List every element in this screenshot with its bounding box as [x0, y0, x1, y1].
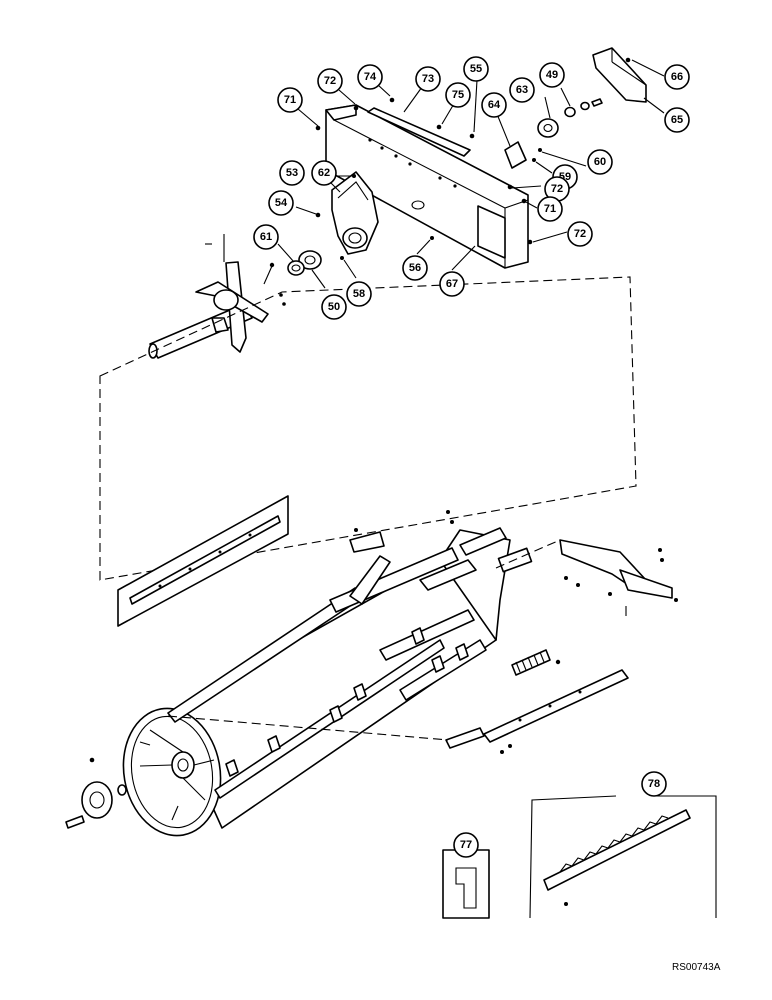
wear-strip: [367, 107, 471, 157]
svg-text:78: 78: [648, 778, 660, 790]
callout-60: 60: [587, 149, 613, 175]
svg-text:71: 71: [544, 203, 556, 215]
callout-50: 50: [321, 294, 347, 320]
callout-78: 78: [641, 771, 667, 797]
callout-66: 66: [664, 64, 690, 90]
svg-text:61: 61: [260, 231, 272, 243]
callout-75: 75: [445, 82, 471, 108]
callout-73: 73: [415, 66, 441, 92]
svg-text:65: 65: [671, 114, 683, 126]
svg-text:53: 53: [286, 167, 298, 179]
callout-65: 65: [664, 107, 690, 133]
callout-55: 55: [463, 56, 489, 82]
callout-77: 77: [453, 832, 479, 858]
svg-text:66: 66: [671, 71, 683, 83]
svg-text:72: 72: [324, 75, 336, 87]
bearing-housing: [331, 171, 379, 255]
svg-text:64: 64: [488, 99, 501, 111]
callout-58: 58: [346, 281, 372, 307]
callout-53: 53: [279, 160, 305, 186]
support-beam: [325, 104, 529, 269]
svg-text:71: 71: [284, 94, 296, 106]
callout-49: 49: [539, 62, 565, 88]
comb-strip: [511, 649, 561, 676]
callout-62: 62: [311, 160, 337, 186]
inset-77: [442, 849, 490, 919]
bearing: [298, 250, 322, 270]
svg-text:58: 58: [353, 288, 365, 300]
reference-code: RS00743A: [672, 962, 721, 973]
callout-72: 72: [544, 176, 570, 202]
callout-71: 71: [277, 87, 303, 113]
svg-text:74: 74: [364, 71, 377, 83]
callout-54: 54: [268, 190, 294, 216]
drum: [122, 510, 533, 837]
svg-text:50: 50: [328, 301, 340, 313]
callout-72: 72: [567, 221, 593, 247]
side-bracket: [559, 539, 678, 616]
callout-56: 56: [402, 255, 428, 281]
angle-strip-panel: [117, 495, 289, 627]
assembly-outline: [99, 276, 637, 581]
end-hub: [65, 757, 127, 829]
inset-78: [529, 795, 717, 919]
cover-plate: [592, 47, 647, 103]
leader-dashed: [167, 715, 449, 741]
bracket: [504, 141, 527, 169]
callout-74: 74: [357, 64, 383, 90]
svg-text:60: 60: [594, 156, 606, 168]
svg-text:72: 72: [574, 228, 586, 240]
callout-63: 63: [509, 77, 535, 103]
svg-text:75: 75: [452, 89, 464, 101]
washer: [564, 98, 603, 118]
svg-text:63: 63: [516, 84, 528, 96]
svg-text:55: 55: [470, 63, 482, 75]
svg-text:67: 67: [446, 278, 458, 290]
fasteners-upper: [315, 57, 631, 260]
svg-text:56: 56: [409, 262, 421, 274]
lock-collar: [287, 260, 305, 276]
callout-67: 67: [439, 271, 465, 297]
callout-72: 72: [317, 68, 343, 94]
svg-text:72: 72: [551, 183, 563, 195]
svg-text:77: 77: [460, 839, 472, 851]
drive-shaft-assembly: [148, 234, 286, 359]
callout-61: 61: [253, 224, 279, 250]
long-bar: [445, 669, 629, 754]
leader-dashed: [495, 539, 561, 569]
callout-71: 71: [537, 196, 563, 222]
svg-text:73: 73: [422, 73, 434, 85]
svg-text:62: 62: [318, 167, 330, 179]
leader-lines: [277, 59, 665, 289]
svg-text:54: 54: [275, 197, 288, 209]
sprocket: [537, 118, 559, 138]
svg-text:49: 49: [546, 69, 558, 81]
callout-64: 64: [481, 92, 507, 118]
